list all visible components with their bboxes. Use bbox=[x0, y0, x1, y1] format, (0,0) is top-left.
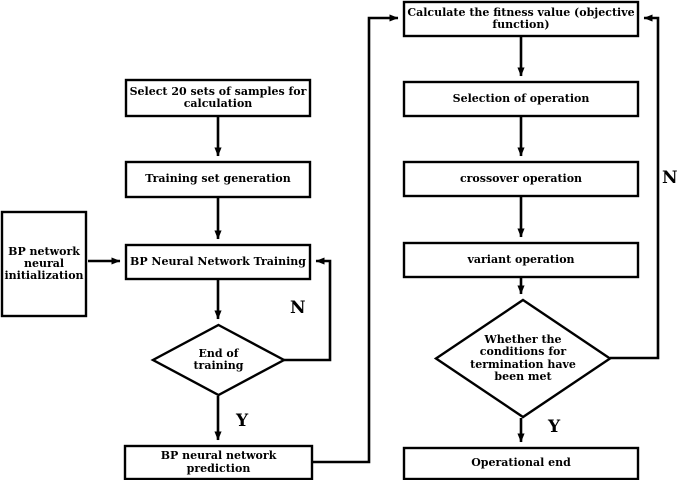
node-shape-select_samples bbox=[124, 78, 312, 118]
node-shape-end_training bbox=[150, 323, 287, 397]
nodes-layer bbox=[0, 0, 640, 480]
node-shape-training_set bbox=[124, 160, 312, 199]
edge-label-label_y_left: Y bbox=[236, 411, 249, 431]
node-shape-bp_init bbox=[0, 210, 88, 318]
edge-end_training-to-bp_training bbox=[284, 257, 332, 362]
node-shape-selection_op bbox=[402, 80, 640, 118]
node-shape-bp_prediction bbox=[123, 444, 314, 480]
edge-termination-to-fitness bbox=[610, 14, 660, 360]
node-shape-fitness bbox=[402, 0, 640, 38]
edge-label-label_y_right: Y bbox=[548, 417, 561, 437]
node-shape-crossover_op bbox=[402, 160, 640, 198]
edge-bp_prediction-to-fitness bbox=[312, 14, 399, 464]
node-shape-operational_end bbox=[402, 446, 640, 480]
edges-layer bbox=[88, 14, 660, 464]
edge-label-label_n_left: N bbox=[290, 298, 306, 318]
node-shape-bp_training bbox=[124, 243, 312, 281]
node-shape-variant_op bbox=[402, 241, 640, 279]
edge-label-label_n_right: N bbox=[662, 168, 678, 188]
node-shape-termination bbox=[433, 298, 613, 419]
